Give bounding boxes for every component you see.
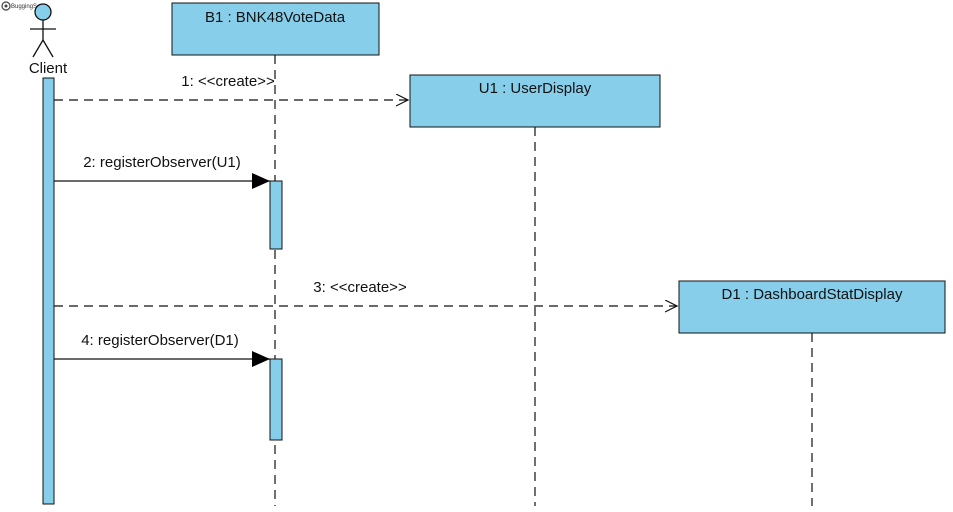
participant-u1: U1 : UserDisplay	[409, 74, 661, 506]
participant-label: D1 : DashboardStatDisplay	[722, 286, 903, 303]
gear-icon	[1, 1, 11, 11]
participant-label: U1 : UserDisplay	[479, 80, 592, 97]
participant-d1: D1 : DashboardStatDisplay	[678, 280, 946, 506]
watermark-logo: BuggingSoft	[1, 1, 44, 11]
b1-activation-bar-1	[269, 180, 283, 250]
watermark-text: BuggingSoft	[11, 4, 44, 10]
actor-right-leg	[42, 39, 54, 58]
message-2: 2: registerObserver(U1)	[54, 154, 270, 189]
message-4: 4: registerObserver(D1)	[54, 332, 270, 367]
client-actor	[30, 3, 56, 58]
participant-box	[678, 280, 946, 334]
participant-box	[409, 74, 661, 128]
message-label: 3: <<create>>	[313, 279, 407, 296]
message-1: 1: <<create>>	[54, 73, 408, 100]
message-label: 4: registerObserver(D1)	[81, 332, 239, 349]
participant-b1: B1 : BNK48VoteData	[171, 2, 380, 506]
message-label: 2: registerObserver(U1)	[83, 154, 241, 171]
message-label: 1: <<create>>	[181, 73, 275, 90]
participant-label: B1 : BNK48VoteData	[205, 9, 346, 26]
b1-activation-bar-2	[269, 358, 283, 441]
message-3: 3: <<create>>	[54, 279, 677, 306]
client-activation-bar	[42, 77, 55, 505]
actor-left-leg	[32, 39, 44, 58]
actor-head	[34, 3, 52, 21]
actor-name: Client	[29, 60, 68, 77]
participant-box	[171, 2, 380, 56]
